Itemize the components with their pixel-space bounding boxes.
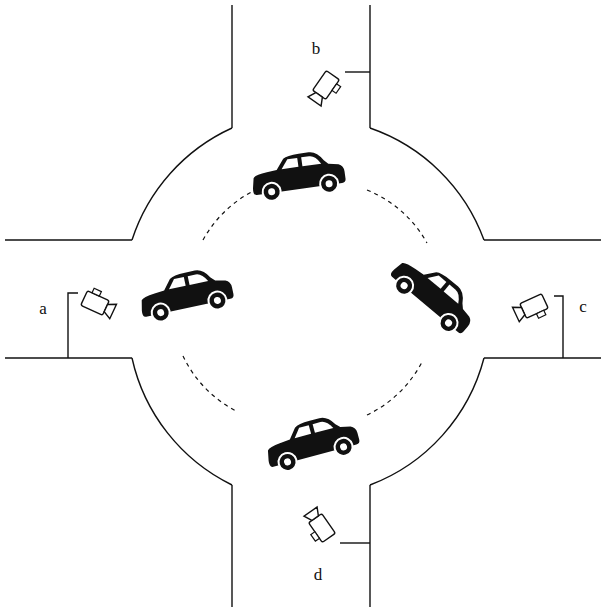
cars xyxy=(136,148,484,476)
camera-label: a xyxy=(39,300,47,317)
camera-label: b xyxy=(312,40,321,57)
road-edges xyxy=(5,5,601,607)
camera-label: d xyxy=(314,566,323,583)
camera-label: c xyxy=(579,298,587,315)
cameras xyxy=(81,71,551,546)
camera-posts xyxy=(68,72,563,543)
